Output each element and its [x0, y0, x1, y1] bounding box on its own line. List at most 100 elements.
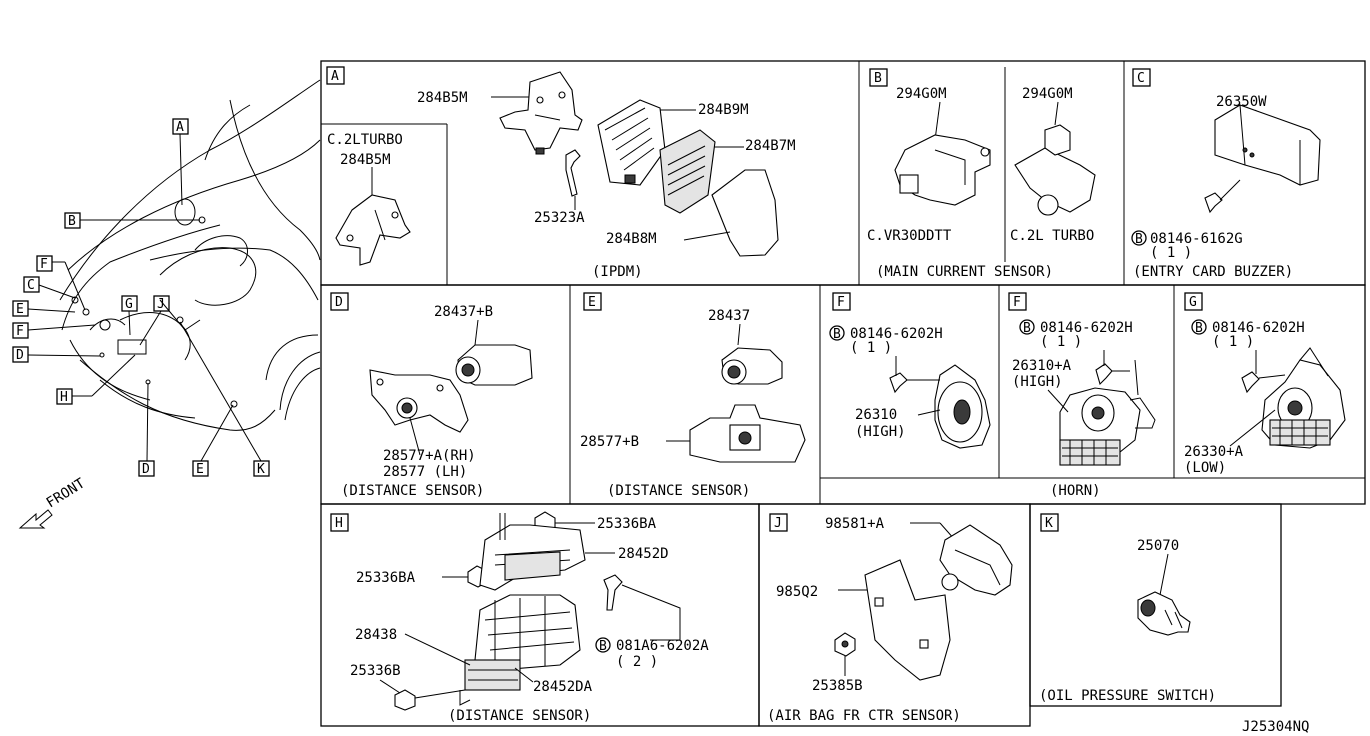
part-26310: 26310	[855, 407, 897, 423]
callout-e-box-left[interactable]	[12, 300, 29, 317]
callout-d-box-left[interactable]	[12, 346, 29, 363]
part-28438: 28438	[355, 627, 397, 643]
horn-caption: (HORN)	[1050, 483, 1101, 499]
part-26310-a-high: (HIGH)	[1012, 374, 1063, 390]
section-h-letter: H	[335, 516, 343, 531]
part-28452d: 28452D	[618, 546, 669, 562]
callout-k: K	[257, 462, 265, 477]
screw-08146-6162g	[1204, 192, 1223, 214]
bolt-081a6-6202a	[603, 574, 623, 611]
callout-d-bottom: D	[142, 462, 150, 477]
vehicle-overview: A B C F E F D G J H D E	[12, 79, 321, 529]
section-f2-tag	[1008, 292, 1027, 311]
section-b-tag	[869, 68, 888, 87]
section-k-caption: (OIL PRESSURE SWITCH)	[1039, 688, 1216, 704]
part-284b5m: 284B5M	[417, 90, 468, 106]
entry-card-buzzer	[1214, 104, 1321, 186]
callout-f-box-left[interactable]	[12, 322, 29, 339]
part-08146-6162g: 08146-6162G	[1150, 231, 1243, 247]
callout-c: C	[27, 278, 35, 293]
part-294g0m-b: 294G0M	[1022, 86, 1073, 102]
nut-25336b	[394, 689, 416, 711]
section-a-sub-part: 284B5M	[340, 152, 391, 168]
variant-vr30ddtt: C.VR30DDTT	[867, 228, 952, 244]
part-08146-6202h-f1: 08146-6202H	[850, 326, 943, 342]
ipdm-module	[597, 99, 666, 186]
callout-f-left: F	[16, 324, 24, 339]
section-h-tag	[330, 513, 349, 532]
part-26310-a: 26310+A	[1012, 358, 1072, 374]
part-28437-b: 28437+B	[434, 304, 493, 320]
bracket-284b5m	[499, 71, 583, 151]
section-a-tag	[326, 66, 345, 85]
callout-g: G	[125, 297, 133, 312]
part-08146-6202h-g-qty: ( 1 )	[1212, 334, 1254, 350]
ipdm-shield	[711, 169, 779, 257]
callout-j: J	[157, 297, 165, 312]
section-b-caption: (MAIN CURRENT SENSOR)	[876, 264, 1053, 280]
part-28437: 28437	[708, 308, 750, 324]
part-26350w: 26350W	[1216, 94, 1267, 110]
part-284b9m: 284B9M	[698, 102, 749, 118]
callout-e-box-bottom[interactable]	[192, 460, 209, 477]
part-98581-a: 98581+A	[825, 516, 885, 532]
section-b: B 294G0M C.VR30DDTT 294G0M C.2L TURBO (M…	[867, 68, 1096, 280]
callout-b: B	[68, 214, 76, 229]
callout-c-box[interactable]	[23, 276, 40, 293]
callout-d-left: D	[16, 348, 24, 363]
ipdm-cover	[659, 129, 716, 214]
section-h: H 25336BA 28452D 25336BA B 081A6-6202A (…	[330, 511, 709, 724]
section-e-caption: (DISTANCE SENSOR)	[607, 483, 750, 499]
airbag-sensor	[939, 524, 1013, 596]
part-985q2: 985Q2	[776, 584, 818, 600]
current-sensor-vr30	[894, 134, 991, 206]
section-k: K 25070 (OIL PRESSURE SWITCH)	[1039, 513, 1216, 704]
bolt-g	[1241, 371, 1260, 394]
section-d-caption: (DISTANCE SENSOR)	[341, 483, 484, 499]
section-j: J 98581+A 985Q2 25385B (AIR BAG FR CTR S…	[767, 513, 1013, 724]
section-c-letter: C	[1137, 71, 1145, 86]
part-28577-a-rh: 28577+A(RH)	[383, 448, 476, 464]
section-k-tag	[1040, 513, 1059, 532]
callout-k-box[interactable]	[253, 460, 270, 477]
section-a: A C.2LTURBO 284B5M 284B5M 284B9M 284B7M …	[326, 66, 796, 280]
section-a-sub-label: C.2LTURBO	[327, 132, 403, 148]
callout-e-bottom: E	[196, 462, 204, 477]
section-a-caption: (IPDM)	[592, 264, 643, 280]
screw-25323a	[565, 149, 581, 197]
bolt-f2	[1095, 363, 1113, 386]
section-f1-bolt-mark: B	[833, 327, 841, 342]
callout-d-box-bottom[interactable]	[138, 460, 155, 477]
part-25336b: 25336B	[350, 663, 401, 679]
section-f1-tag	[832, 292, 851, 311]
bracket-28452da	[474, 594, 581, 671]
part-28452da: 28452DA	[533, 679, 593, 695]
part-08146-6202h-f2-qty: ( 1 )	[1040, 334, 1082, 350]
section-k-letter: K	[1045, 516, 1053, 531]
part-25070: 25070	[1137, 538, 1179, 554]
section-d-letter: D	[335, 295, 343, 310]
callout-a: A	[176, 120, 184, 135]
part-081a6-6202a: 081A6-6202A	[616, 638, 709, 654]
section-h-caption: (DISTANCE SENSOR)	[448, 708, 591, 724]
section-c-tag	[1132, 68, 1151, 87]
section-g: G B 08146-6202H ( 1 ) 26330+A (LOW) (HOR…	[1050, 292, 1346, 499]
part-25336ba-top: 25336BA	[597, 516, 657, 532]
part-294g0m-a: 294G0M	[896, 86, 947, 102]
callout-f-top: F	[40, 257, 48, 272]
callout-j-box[interactable]	[153, 295, 170, 312]
part-284b8m: 284B8M	[606, 231, 657, 247]
section-e: E 28437 28577+B (DISTANCE SENSOR)	[580, 292, 806, 499]
sensor-bracket-d	[369, 369, 469, 433]
part-26330-a-low: (LOW)	[1184, 460, 1226, 476]
part-26330-a: 26330+A	[1184, 444, 1244, 460]
front-arrow: FRONT	[18, 475, 88, 529]
section-f-high-2: F B 08146-6202H ( 1 ) 26310+A (HIGH)	[1008, 292, 1156, 466]
section-h-bolt-mark: B	[599, 639, 607, 654]
part-08146-6202h-g: 08146-6202H	[1212, 320, 1305, 336]
section-j-letter: J	[774, 516, 782, 531]
callout-f-box-top[interactable]	[36, 255, 53, 272]
section-j-caption: (AIR BAG FR CTR SENSOR)	[767, 708, 961, 724]
bracket-284b5m-small	[335, 194, 411, 266]
section-e-tag	[583, 292, 602, 311]
